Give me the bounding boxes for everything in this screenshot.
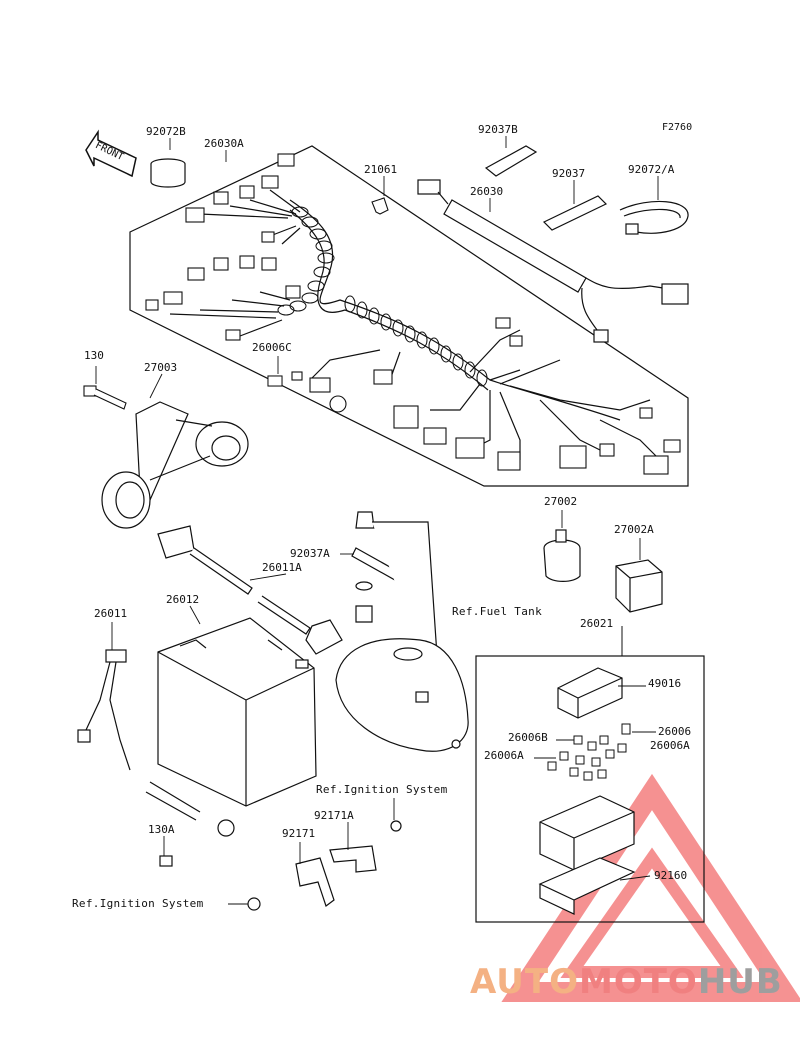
label-26011A: 26011A	[262, 561, 302, 574]
sub-harness-26030	[417, 179, 689, 343]
watermark-part-moto: MOTO	[578, 962, 698, 1002]
label-27002A: 27002A	[614, 523, 654, 536]
horn-27003	[101, 401, 249, 529]
ref-ignition-system-2: Ref.Ignition System	[72, 897, 204, 910]
label-26021: 26021	[580, 617, 614, 630]
label-92072B: 92072B	[146, 125, 186, 138]
harness-frame	[129, 145, 689, 487]
battery-26012	[157, 617, 317, 807]
bracket-92171	[247, 857, 335, 911]
label-27003: 27003	[144, 361, 178, 374]
fuse-cover-49016	[557, 667, 623, 719]
label-26030: 26030	[470, 185, 504, 198]
label-49016: 49016	[648, 677, 682, 690]
fuse-26006C	[267, 375, 283, 387]
watermark-part-hub: HUB	[697, 962, 783, 1002]
fuel-tank	[335, 638, 469, 752]
bracket-92171A	[329, 820, 402, 873]
fuse-block-92160	[538, 795, 636, 915]
bolt-130	[83, 385, 127, 410]
strap-92037	[542, 195, 608, 231]
watermark-part-auto: AUTO	[470, 962, 579, 1002]
label-26011: 26011	[94, 607, 128, 620]
ref-fuel-tank: Ref.Fuel Tank	[452, 605, 542, 618]
ref-ignition-system-1: Ref.Ignition System	[316, 783, 448, 796]
label-26012: 26012	[166, 593, 200, 606]
collar-92072B	[150, 158, 186, 188]
front-arrow-icon	[85, 129, 137, 178]
watermark-logo: AUTOMOTOHUB	[470, 962, 783, 1002]
clip-21061	[371, 197, 389, 215]
label-26006A-right: 26006A	[650, 739, 690, 752]
label-26006C: 26006C	[252, 341, 292, 354]
label-92160: 92160	[654, 869, 688, 882]
fuse-box-frame	[475, 655, 705, 923]
label-21061: 21061	[364, 163, 398, 176]
label-92037A: 92037A	[290, 547, 330, 560]
cable-26011A	[157, 525, 343, 655]
relay-27002	[543, 529, 581, 582]
label-92171A: 92171A	[314, 809, 354, 822]
bolt-130A	[159, 855, 173, 867]
relay-27002A	[615, 559, 663, 613]
label-130A: 130A	[148, 823, 175, 836]
label-92171: 92171	[282, 827, 316, 840]
label-27002: 27002	[544, 495, 578, 508]
label-26030A: 26030A	[204, 137, 244, 150]
leader-lines	[95, 136, 659, 905]
label-130: 130	[84, 349, 104, 362]
label-92037B: 92037B	[478, 123, 518, 136]
label-26006B: 26006B	[508, 731, 548, 744]
label-92072A: 92072/A	[628, 163, 675, 176]
label-92037: 92037	[552, 167, 586, 180]
strap-92037B	[484, 145, 538, 177]
fuses-26006	[547, 723, 631, 781]
band-92072A	[619, 200, 689, 235]
label-26006A-left: 26006A	[484, 749, 524, 762]
label-26006: 26006	[658, 725, 692, 738]
diagram-code: F2760	[662, 122, 693, 133]
cable-26011	[77, 649, 235, 837]
